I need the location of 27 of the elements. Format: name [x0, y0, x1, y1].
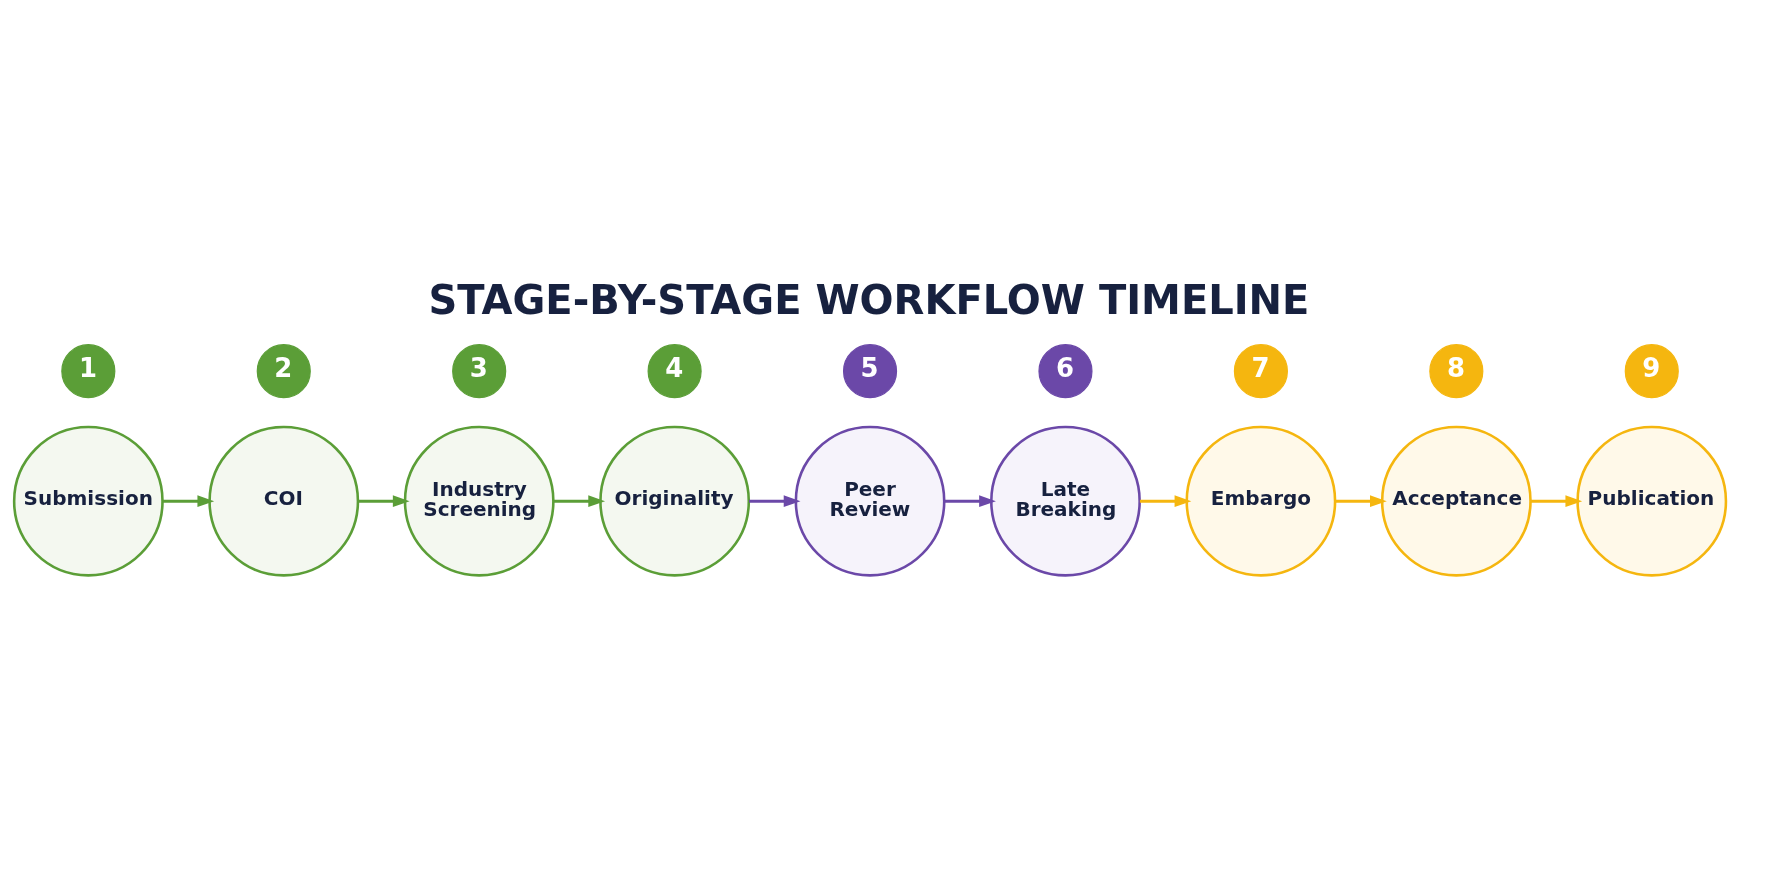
node-label: 6 [1056, 352, 1075, 383]
node-circle: Industry Screening [403, 425, 555, 577]
arrow [1530, 494, 1583, 507]
arrow [944, 494, 996, 507]
node-circle: Acceptance [1380, 425, 1532, 577]
node-circle: Peer Review [794, 425, 946, 577]
node-label: 1 [78, 352, 97, 383]
arrow [749, 494, 801, 507]
node-label: 9 [1642, 352, 1661, 383]
node-circle: COI [208, 425, 360, 577]
node-label: 5 [860, 352, 879, 383]
node-circle: Publication [1576, 425, 1728, 577]
node-label: 7 [1251, 352, 1270, 383]
node-label: 8 [1446, 352, 1465, 383]
node-label: 3 [469, 352, 488, 383]
arrow [162, 494, 215, 507]
node-circle: Embargo [1185, 425, 1337, 577]
node-label: 2 [274, 352, 293, 383]
arrow [358, 494, 410, 507]
diagram-title: STAGE-BY-STAGE WORKFLOW TIMELINE [428, 276, 1310, 323]
node-circle: Late Breaking [990, 425, 1141, 577]
node-circle: Originality [599, 425, 751, 577]
node-circle: Submission [12, 425, 164, 577]
node-label: 4 [665, 352, 684, 383]
arrow [553, 494, 606, 507]
arrow [1335, 494, 1387, 507]
arrow [1139, 494, 1192, 507]
